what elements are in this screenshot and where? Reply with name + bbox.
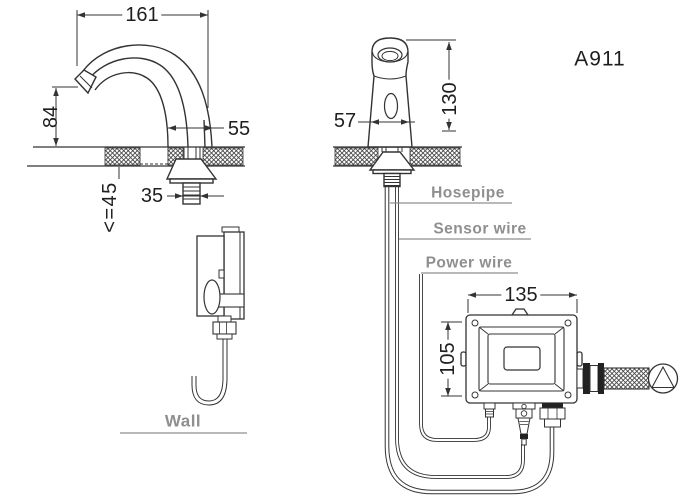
corner-screw <box>564 391 572 399</box>
leader-lines <box>120 202 531 434</box>
control-box-front <box>460 308 679 446</box>
water-supply-symbol <box>647 363 679 394</box>
model-number: A911 <box>574 47 626 71</box>
corner-screw <box>471 391 479 399</box>
sensor-plug-connector <box>512 402 536 446</box>
braided-hose <box>603 367 650 390</box>
inlet-fitting <box>576 363 604 394</box>
spout-opening <box>377 47 403 63</box>
corner-screw <box>564 319 572 327</box>
hosepipe-tube <box>384 186 555 495</box>
dim-shank-width: 35 <box>140 185 164 207</box>
corner-screw <box>471 319 479 327</box>
dim-spout-reach: 161 <box>122 4 162 26</box>
hosepipe-connector <box>539 403 566 428</box>
counter-section-left <box>27 146 245 167</box>
counter-section-right <box>333 146 462 167</box>
threaded-shank-left <box>182 182 201 205</box>
dim-body-diameter: 57 <box>333 110 357 132</box>
faucet-front-view <box>367 37 416 188</box>
power-wire-label: Power wire <box>425 254 513 272</box>
sensor-wire-tube <box>395 186 525 479</box>
dim-base-offset: 55 <box>227 118 251 140</box>
sensor-wire-label: Sensor wire <box>433 220 527 238</box>
wall-side-view <box>191 226 245 406</box>
hosepipe-label: Hosepipe <box>431 184 505 202</box>
power-wire-tube <box>419 274 491 442</box>
dim-box-height: 105 <box>437 339 459 379</box>
power-wire-connector <box>483 402 496 418</box>
dim-body-height: 130 <box>439 79 461 119</box>
dim-counter-thickness: <=45 <box>99 181 121 233</box>
mounting-cone-left <box>165 158 218 180</box>
wall-hose-outline <box>191 338 228 406</box>
box-window <box>503 346 541 371</box>
threaded-shank-right <box>383 172 401 188</box>
sensor-window <box>383 92 399 120</box>
dim-spout-height: 84 <box>40 105 62 129</box>
dim-box-width: 135 <box>501 284 541 306</box>
mounting-cone-right <box>368 151 416 171</box>
side-knob <box>203 279 221 315</box>
wall-label: Wall <box>164 411 202 431</box>
control-box-body <box>465 314 578 404</box>
sensor-faucet-body <box>367 37 413 148</box>
faucet-side-view <box>74 44 218 205</box>
